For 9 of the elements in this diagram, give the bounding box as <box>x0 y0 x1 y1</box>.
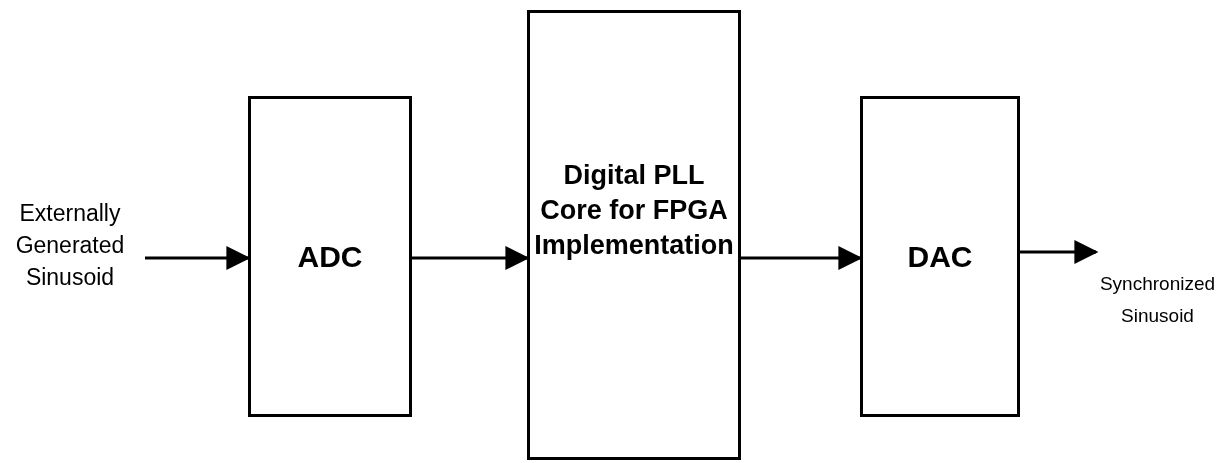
block-label: DAC <box>907 239 973 275</box>
arrow <box>1020 240 1099 264</box>
process-box <box>248 96 412 417</box>
signal-text: Externally Generated Sinusoid <box>14 199 126 292</box>
process-box <box>860 96 1020 417</box>
block-label: Digital PLL Core for FPGA Implementation <box>533 158 735 262</box>
block-label: ADC <box>297 239 363 275</box>
process-box <box>527 10 741 460</box>
signal-text: Synchronized Sinusoid <box>1098 272 1217 328</box>
